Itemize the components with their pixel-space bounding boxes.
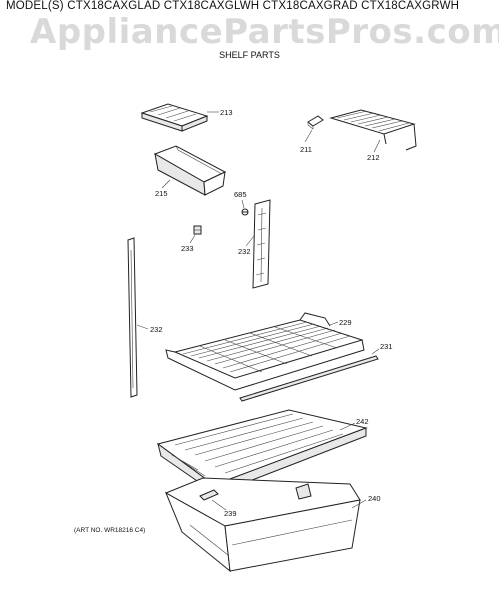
label-242: 242 [356, 417, 369, 426]
part-212-wire-shelf[interactable] [329, 109, 417, 151]
part-685-screw[interactable] [241, 208, 249, 216]
label-232-right: 232 [238, 247, 251, 256]
label-212: 212 [367, 153, 380, 162]
label-229: 229 [339, 318, 352, 327]
part-215-bin[interactable] [153, 145, 227, 196]
part-232-rail-right[interactable] [252, 199, 271, 289]
model-list: MODEL(S) CTX18CAXGLAD CTX18CAXGLWH CTX18… [6, 0, 460, 12]
label-239: 239 [224, 509, 237, 518]
part-211-clip[interactable] [307, 115, 324, 130]
art-number: (ART NO. WR18216 C4) [74, 527, 146, 534]
label-233: 233 [181, 244, 194, 253]
label-213: 213 [220, 108, 233, 117]
part-231-trim[interactable] [239, 355, 379, 402]
label-232-left: 232 [150, 325, 163, 334]
section-title: SHELF PARTS [219, 50, 280, 60]
part-232-rail-left[interactable] [127, 237, 138, 398]
label-215: 215 [155, 189, 168, 198]
label-211: 211 [300, 145, 312, 154]
watermark: AppliancePartsPros.com [30, 12, 499, 52]
label-240: 240 [368, 494, 381, 503]
label-685: 685 [234, 190, 247, 199]
part-240-crisper-drawer[interactable] [164, 477, 361, 573]
part-233-bracket[interactable] [193, 225, 202, 235]
part-229-wire-shelf[interactable] [165, 312, 365, 391]
label-231: 231 [380, 342, 393, 351]
part-213-tray[interactable] [140, 103, 209, 132]
